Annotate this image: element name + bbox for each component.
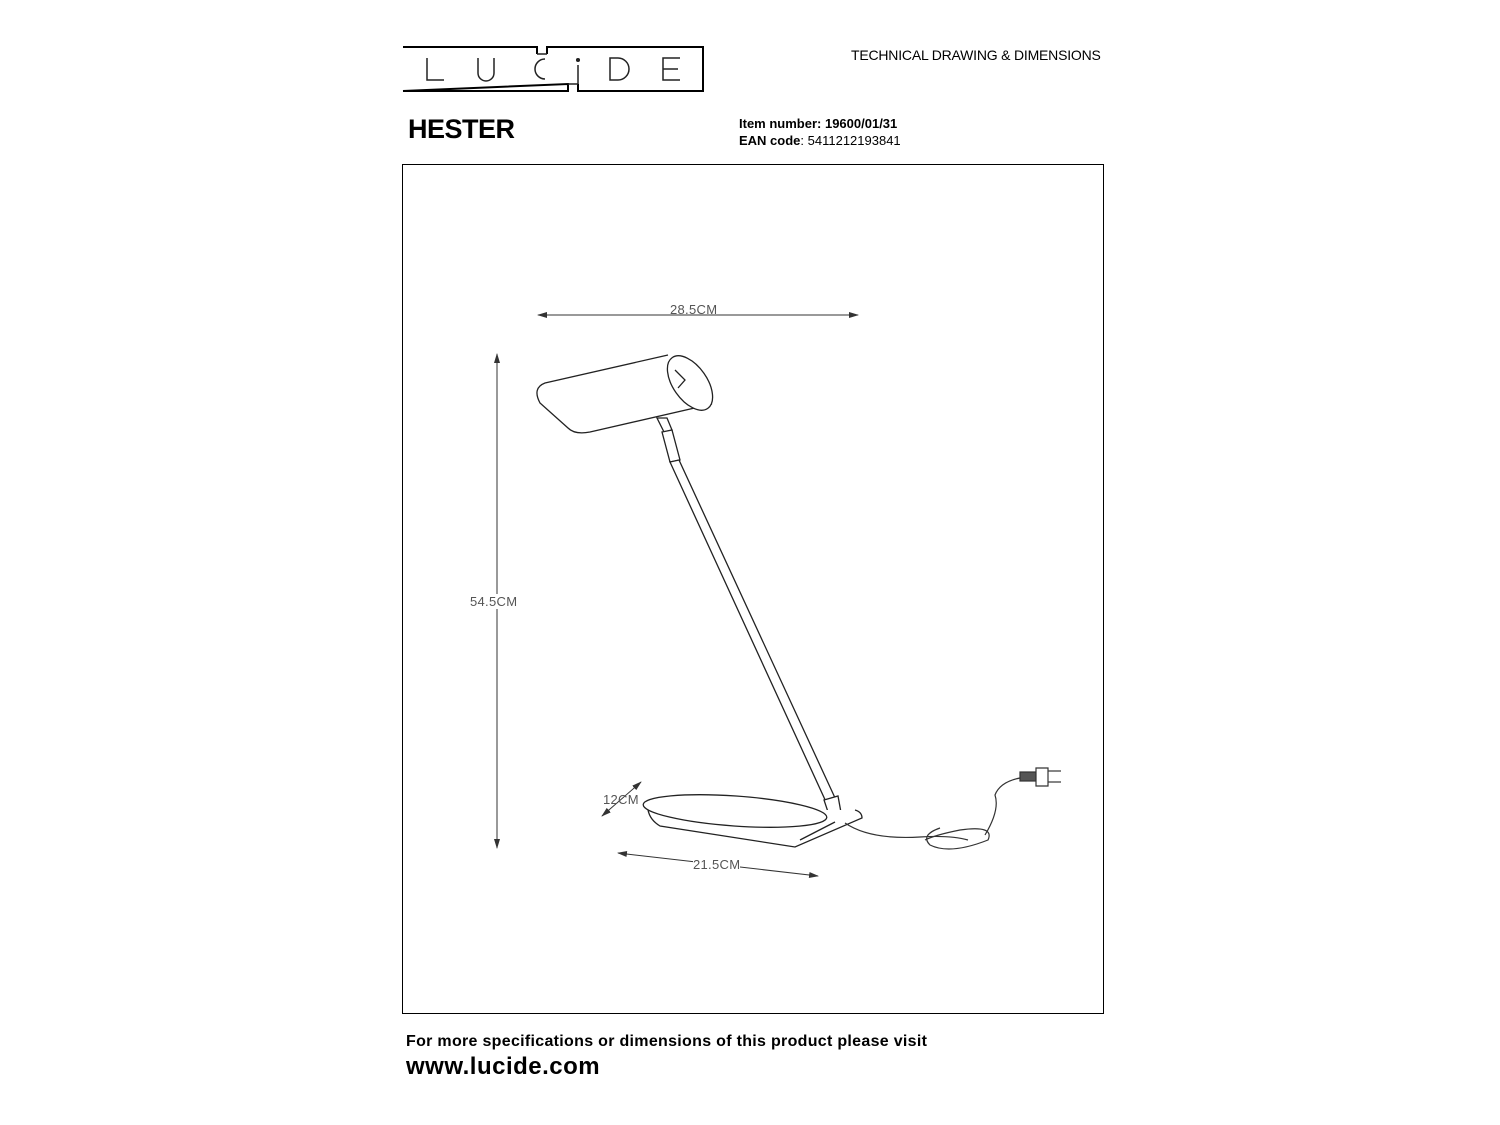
width-dimension-label: 28.5CM [670,302,718,317]
footer-text: For more specifications or dimensions of… [406,1033,928,1050]
lamp-arm [655,417,843,821]
lamp-shade [536,354,714,434]
document-type-label: TECHNICAL DRAWING & DIMENSIONS [851,47,1101,63]
ean-label: EAN code [739,133,801,148]
depth-dimension-line [601,781,642,817]
drawing-frame [402,164,1104,1014]
ean-row: EAN code: 5411212193841 [739,133,901,148]
height-dimension-label: 54.5CM [470,594,518,609]
product-title: HESTER [408,114,515,144]
ean-value: : 5411212193841 [800,133,901,148]
item-number-value: 19600/01/31 [824,116,898,131]
website-link[interactable]: www.lucide.com [406,1053,601,1080]
lucide-logo [402,46,704,92]
lamp-base [642,794,863,848]
item-number-label: Item number: [739,116,822,131]
power-cable [844,767,1061,850]
item-number-row: Item number: 19600/01/31 [739,116,897,131]
base-width-dimension-label: 21.5CM [693,857,741,872]
depth-dimension-label: 12CM [603,792,639,807]
